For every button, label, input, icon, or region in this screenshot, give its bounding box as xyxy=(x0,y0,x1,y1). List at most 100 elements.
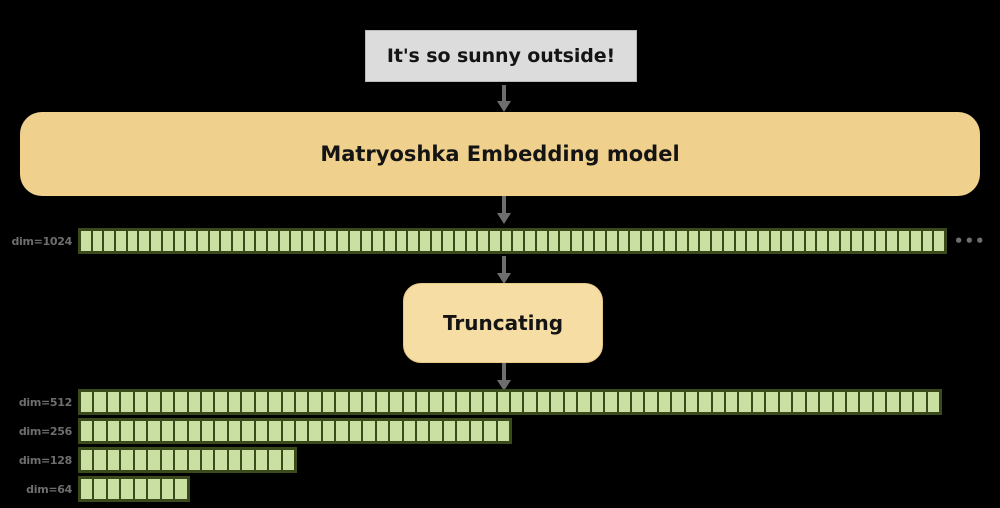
embedding-cell xyxy=(200,420,215,442)
embedding-cell xyxy=(147,449,161,471)
embedding-cell xyxy=(241,449,255,471)
embedding-cell xyxy=(187,420,201,442)
embedding-cell xyxy=(577,391,591,413)
embedding-cell xyxy=(133,391,148,413)
embedding-cell xyxy=(80,449,94,471)
embedding-cell xyxy=(500,230,513,252)
embedding-cell xyxy=(147,391,161,413)
embedding-cell xyxy=(496,391,510,413)
embedding-cell xyxy=(699,230,712,252)
embedding-cell xyxy=(220,230,232,252)
embedding-cell xyxy=(313,230,326,252)
embedding-cell xyxy=(133,420,148,442)
embedding-cell xyxy=(268,449,282,471)
embedding-cell xyxy=(402,391,416,413)
embedding-cell xyxy=(429,391,443,413)
embedding-cell xyxy=(570,230,583,252)
arrow-embedding-to-truncating xyxy=(497,256,511,284)
embedding-cell xyxy=(652,230,665,252)
embedding-cell xyxy=(147,420,161,442)
embedding-cell xyxy=(281,420,295,442)
full-embedding-bar xyxy=(78,228,947,254)
embedding-cell xyxy=(348,391,363,413)
embedding-cell xyxy=(106,391,121,413)
embedding-cell xyxy=(465,230,478,252)
embedding-cell xyxy=(909,230,922,252)
embedding-cell xyxy=(442,420,457,442)
matryoshka-model-box: Matryoshka Embedding model xyxy=(20,112,980,196)
embedding-cell xyxy=(863,230,875,252)
embedding-cell xyxy=(375,391,390,413)
embedding-cell xyxy=(360,230,373,252)
input-text-box: It's so sunny outside! xyxy=(365,30,637,82)
embedding-cell xyxy=(174,391,188,413)
embedding-cell xyxy=(418,230,431,252)
embedding-cell xyxy=(227,420,242,442)
embedding-cell xyxy=(214,420,228,442)
embedding-cell xyxy=(160,391,175,413)
embedding-cell xyxy=(375,420,390,442)
embedding-cell xyxy=(510,391,524,413)
embedding-cell xyxy=(415,391,430,413)
embedding-cell xyxy=(559,230,571,252)
embedding-cell xyxy=(106,478,121,500)
embedding-cell xyxy=(103,230,116,252)
embedding-cell xyxy=(711,391,725,413)
embedding-cell xyxy=(477,230,490,252)
embedding-cell xyxy=(725,391,739,413)
embedding-cell xyxy=(120,391,134,413)
embedding-cell xyxy=(832,391,846,413)
embedding-cell xyxy=(150,230,162,252)
arrow-model-to-embedding xyxy=(497,196,511,224)
embedding-cell xyxy=(454,230,466,252)
truncated-embedding-bar xyxy=(78,447,297,473)
embedding-cell xyxy=(617,391,631,413)
embedding-cell xyxy=(746,230,758,252)
embedding-cell xyxy=(886,230,899,252)
embedding-cell xyxy=(200,449,215,471)
embedding-cell xyxy=(93,478,107,500)
embedding-cell xyxy=(214,391,228,413)
embedding-cell xyxy=(160,420,175,442)
embedding-cell xyxy=(483,391,497,413)
embedding-cell xyxy=(442,391,457,413)
embedding-cell xyxy=(765,391,779,413)
embedding-cell xyxy=(93,420,107,442)
embedding-cell xyxy=(308,420,322,442)
embedding-cell xyxy=(93,449,107,471)
embedding-cell xyxy=(456,391,470,413)
embedding-cell xyxy=(886,391,900,413)
truncated-embedding-row: dim=512 xyxy=(19,389,942,415)
embedding-cell xyxy=(698,391,712,413)
embedding-cell xyxy=(120,420,134,442)
embedding-cell xyxy=(348,420,363,442)
embedding-cell xyxy=(535,230,548,252)
embedding-cell xyxy=(819,391,833,413)
embedding-cell xyxy=(91,230,104,252)
embedding-cell xyxy=(325,230,338,252)
embedding-cell xyxy=(738,391,752,413)
embedding-cell xyxy=(281,449,295,471)
embedding-cell xyxy=(335,420,349,442)
embedding-cell xyxy=(804,230,817,252)
embedding-cell xyxy=(337,230,349,252)
embedding-cell xyxy=(671,391,685,413)
embedding-cell xyxy=(456,420,470,442)
embedding-cell xyxy=(255,230,267,252)
truncated-embedding-bar xyxy=(78,476,190,502)
embedding-cell xyxy=(590,391,605,413)
embedding-cell xyxy=(254,449,269,471)
embedding-cell xyxy=(138,230,151,252)
embedding-cell xyxy=(214,449,228,471)
embedding-cell xyxy=(874,230,887,252)
truncated-embedding-label: dim=256 xyxy=(18,424,72,438)
embedding-cell xyxy=(547,230,560,252)
embedding-cell xyxy=(781,230,793,252)
embedding-cell xyxy=(80,230,92,252)
embedding-ellipsis: ••• xyxy=(953,231,986,250)
embedding-cell xyxy=(160,478,175,500)
truncated-embedding-bar xyxy=(78,418,512,444)
embedding-cell xyxy=(241,391,255,413)
truncated-embedding-label: dim=64 xyxy=(26,482,72,496)
